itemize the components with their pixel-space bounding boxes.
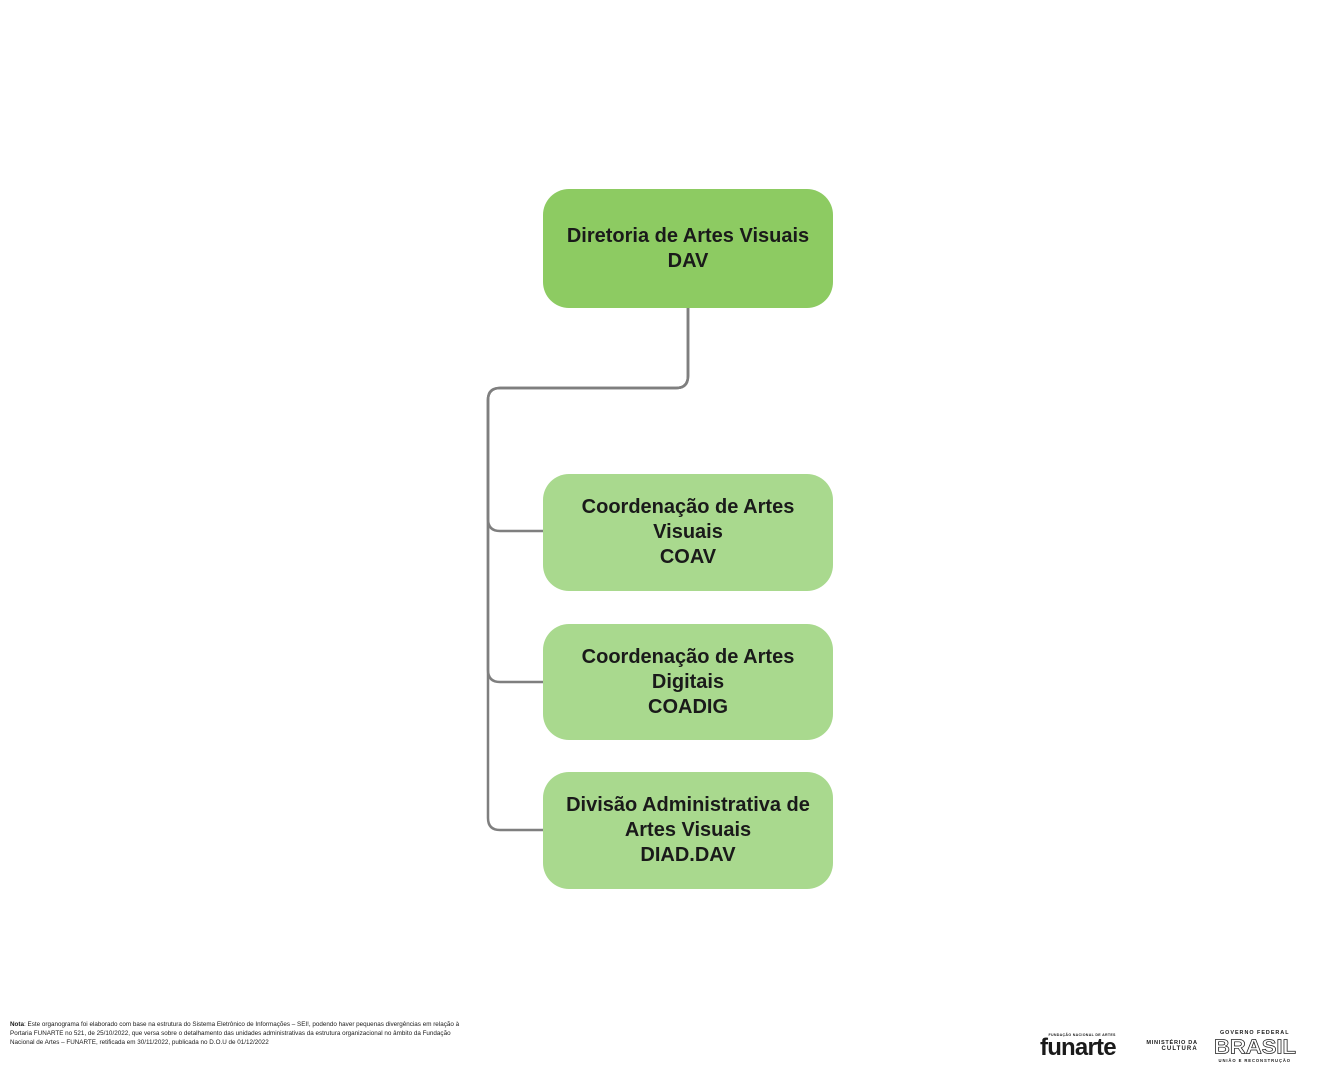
svg-text:BRASIL: BRASIL (1214, 1036, 1296, 1058)
ministerio-logo-line2: CULTURA (1161, 1046, 1198, 1052)
org-node-diad-dav-acronym: DIAD.DAV (640, 844, 736, 866)
org-node-dav-name: Diretoria de Artes Visuais (566, 224, 810, 247)
org-node-coadig-acronym: COADIG (648, 695, 728, 718)
funarte-logo-topline: FUNDAÇÃO NACIONAL DE ARTES (1048, 1033, 1116, 1037)
org-node-coav-name: Coordenação de Artes Visuais (581, 496, 795, 543)
governo-logo-bottomline: UNIÃO E RECONSTRUÇÃO (1218, 1057, 1291, 1063)
ministerio-logo-line1: MINISTÉRIO DA (1146, 1040, 1198, 1046)
org-node-coav-acronym: COAV (659, 546, 717, 568)
brasil-outline-wordmark: BRASIL (1213, 1036, 1296, 1058)
footer-note-label: Nota (10, 1021, 24, 1028)
org-node-dav-acronym: DAV (667, 249, 709, 272)
connector-dav-diad (486, 308, 690, 832)
org-node-coav: Coordenação de Artes Visuais COAV (543, 474, 833, 591)
funarte-logo: FUNDAÇÃO NACIONAL DE ARTES funarte (1040, 1033, 1117, 1061)
org-node-coadig-name: Coordenação de Artes Digitais (581, 645, 795, 693)
funarte-logo-wordmark: funarte (1040, 1034, 1117, 1061)
org-node-diad-dav-name: Divisão Administrativa de Artes Visuais (566, 794, 810, 841)
org-node-diad-dav: Divisão Administrativa de Artes Visuais … (543, 772, 833, 889)
ministerio-cultura-logo: MINISTÉRIO DA CULTURA (1130, 1040, 1198, 1052)
footer-note-text: : Este organograma foi elaborado com bas… (10, 1021, 460, 1046)
footer-logos: FUNDAÇÃO NACIONAL DE ARTES funarte MINIS… (1040, 1022, 1300, 1070)
org-node-coadig: Coordenação de Artes Digitais COADIG (543, 624, 833, 740)
footer-note: Nota: Este organograma foi elaborado com… (10, 1021, 474, 1048)
governo-logo-topline: GOVERNO FEDERAL (1219, 1029, 1290, 1036)
governo-federal-brasil-logo: GOVERNO FEDERAL BRASIL UNIÃO E RECONSTRU… (1212, 1030, 1298, 1063)
org-node-dav: Diretoria de Artes Visuais DAV (543, 189, 833, 308)
